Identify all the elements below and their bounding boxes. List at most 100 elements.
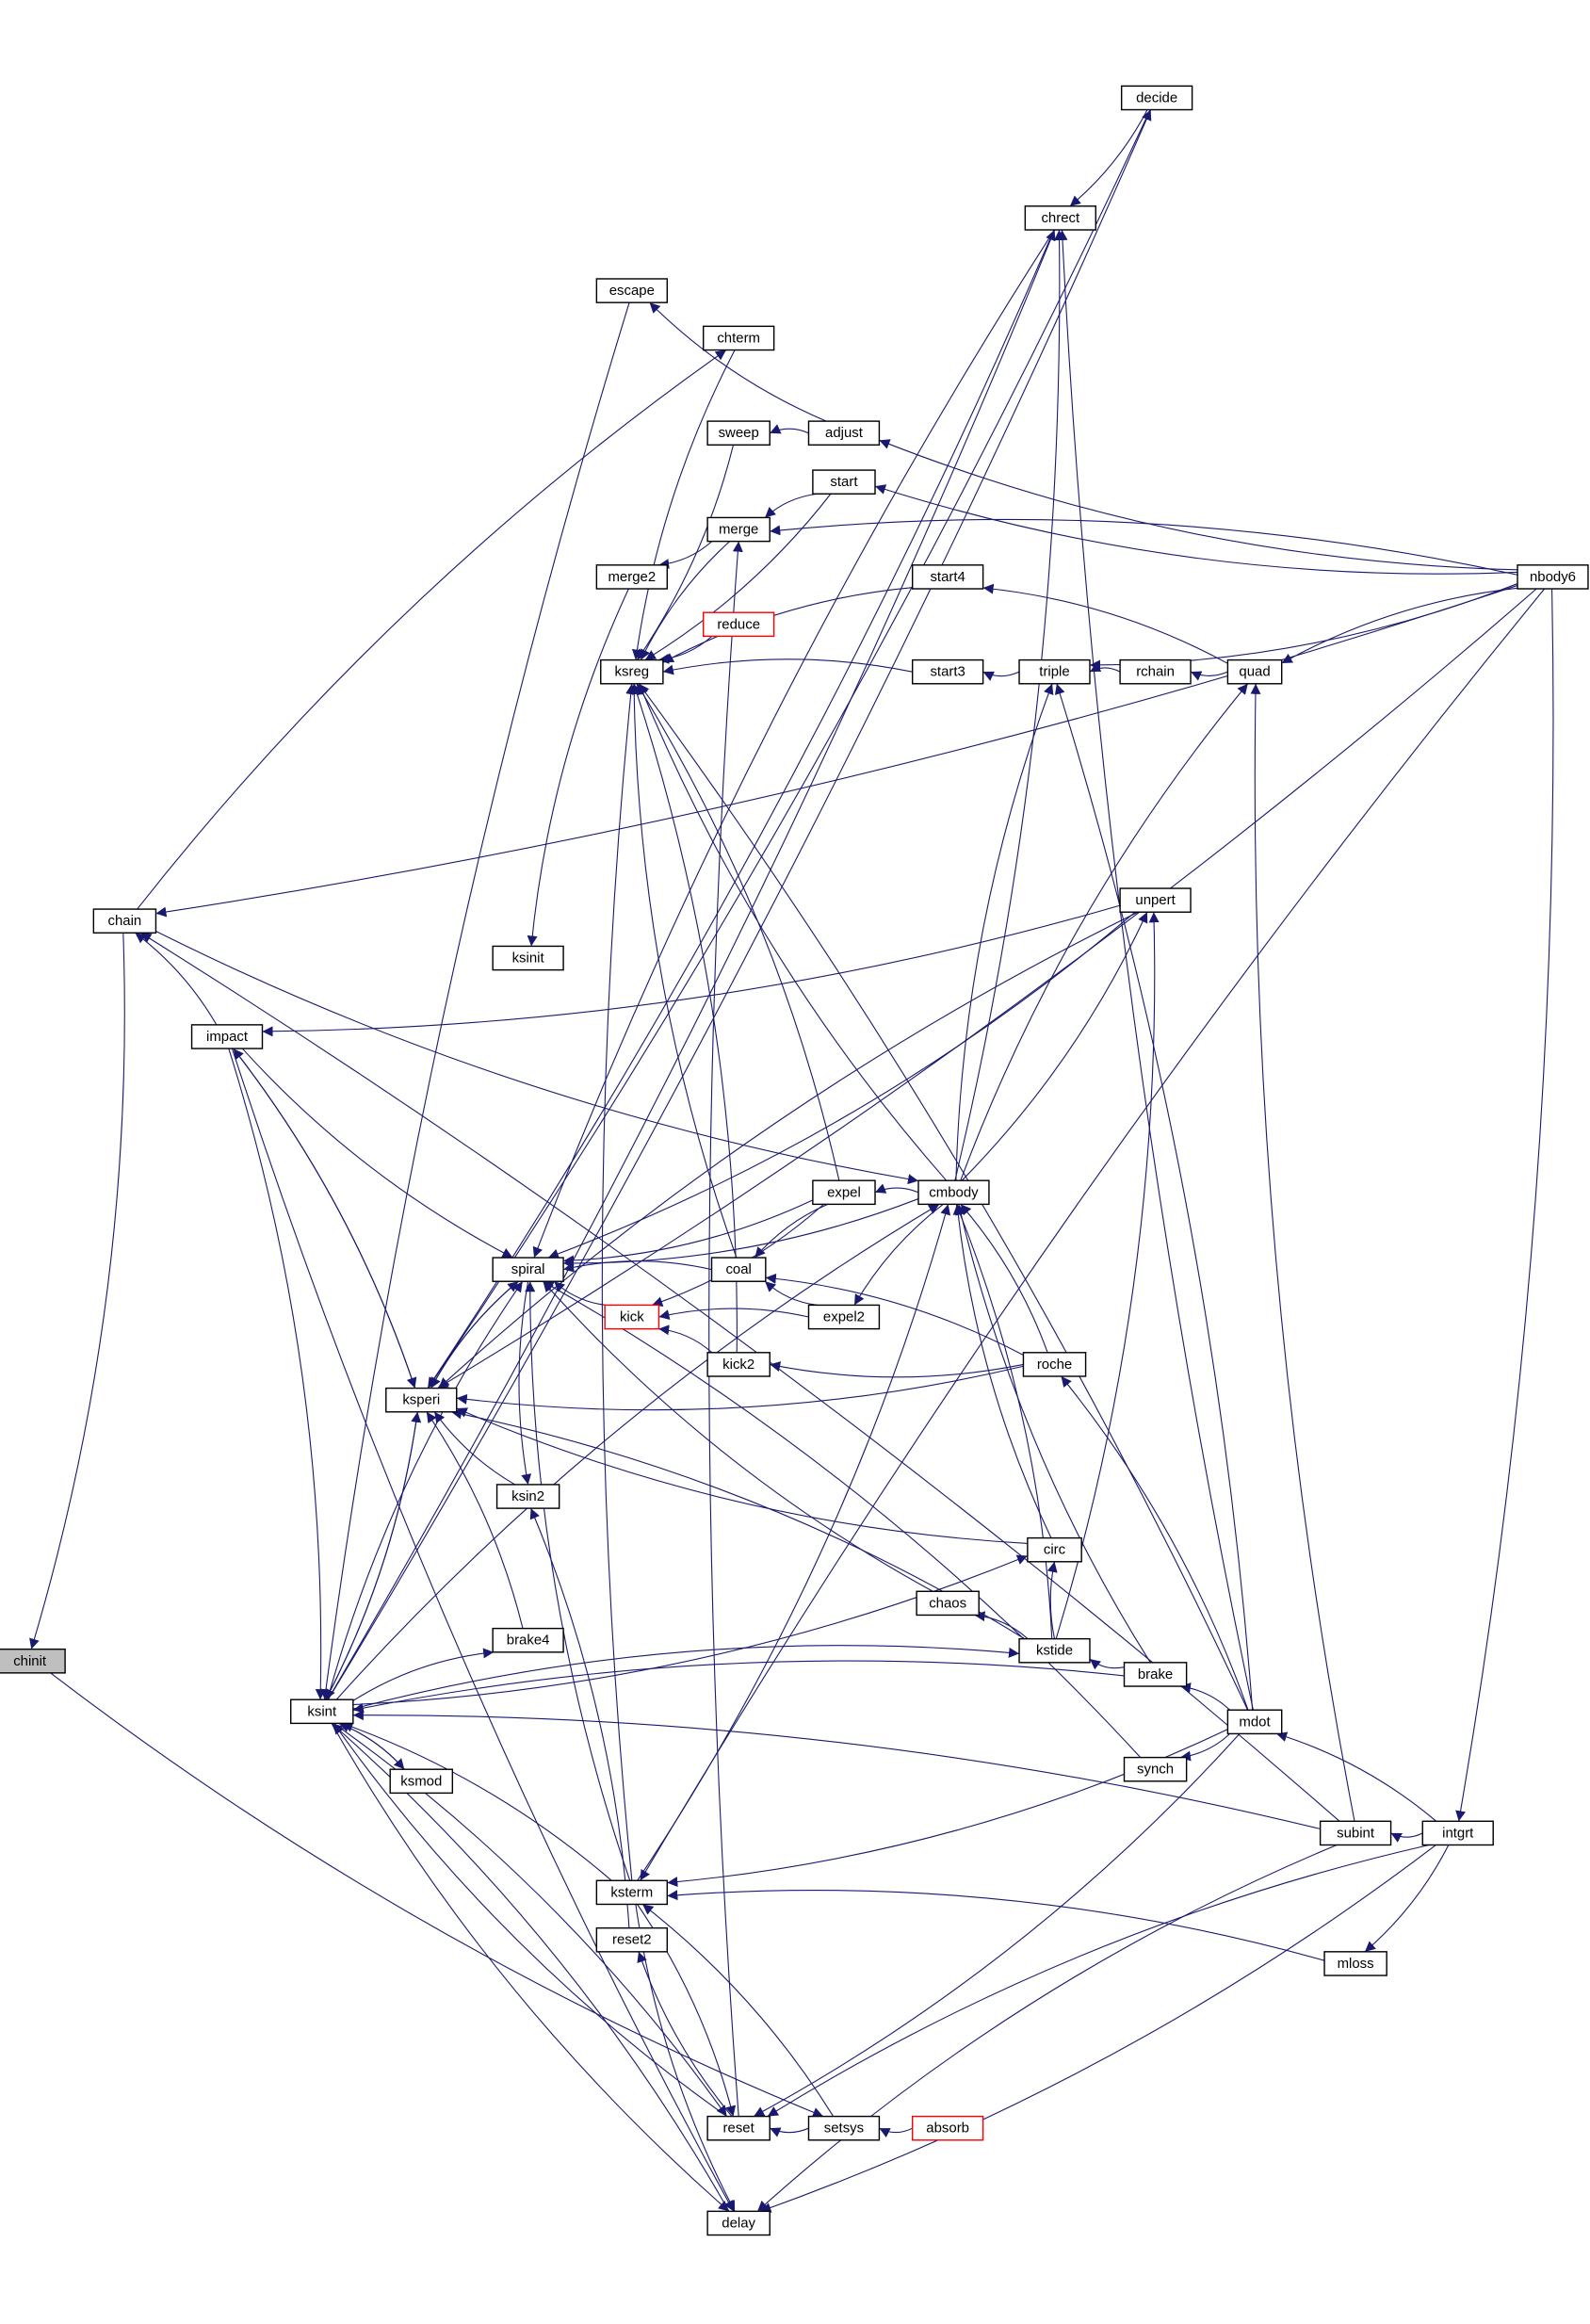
- edges-layer: [29, 109, 1554, 2213]
- edge-kstide-to-unpert: [1055, 912, 1160, 1639]
- node-escape[interactable]: escape: [595, 278, 668, 303]
- edge-mdot-to-synch: [1179, 1733, 1231, 1762]
- node-label: merge: [719, 522, 758, 538]
- node-label: start4: [930, 569, 965, 585]
- node-label: roche: [1037, 1357, 1072, 1373]
- node-expel[interactable]: expel: [812, 1179, 876, 1206]
- edge-mdot-to-roche: [1061, 1375, 1249, 1711]
- node-start3[interactable]: start3: [911, 658, 984, 685]
- node-merge[interactable]: merge: [706, 516, 771, 543]
- node-roche[interactable]: roche: [1022, 1352, 1087, 1377]
- node-intgrt[interactable]: intgrt: [1421, 1820, 1494, 1846]
- node-brake[interactable]: brake: [1123, 1662, 1188, 1687]
- node-impact[interactable]: impact: [190, 1024, 264, 1049]
- node-chrect[interactable]: chrect: [1024, 205, 1096, 231]
- nodes-layer: chinit chain impact decide chrect escape chter…: [0, 85, 1589, 2236]
- node-reset[interactable]: reset: [706, 2115, 771, 2141]
- edge-cmbody-to-triple: [955, 683, 1054, 1181]
- node-cmbody[interactable]: cmbody: [917, 1179, 990, 1206]
- edge-brake-to-kstide: [1089, 1658, 1125, 1670]
- node-label: chinit: [13, 1653, 47, 1669]
- node-chaos[interactable]: chaos: [916, 1590, 980, 1617]
- edge-circ-to-ksperi: [456, 1407, 1028, 1544]
- node-expel2[interactable]: expel2: [807, 1304, 881, 1330]
- node-label: triple: [1039, 664, 1069, 680]
- node-kick2[interactable]: kick2: [706, 1352, 771, 1377]
- node-box: [807, 2115, 881, 2141]
- edge-expel-to-spiral: [563, 1199, 814, 1266]
- node-reduce[interactable]: reduce: [702, 611, 775, 638]
- edge-ksint-to-ksperi: [325, 1411, 422, 1700]
- node-box: [1123, 1662, 1188, 1687]
- edge-cmbody-to-unpert: [961, 911, 1148, 1181]
- node-delay[interactable]: delay: [706, 2210, 771, 2236]
- edge-reset-to-ksint: [333, 1723, 727, 2118]
- node-synch[interactable]: synch: [1123, 1756, 1188, 1782]
- node-ksin2[interactable]: ksin2: [495, 1484, 560, 1509]
- node-subint[interactable]: subint: [1319, 1820, 1392, 1846]
- edge-impact-to-delay: [231, 1048, 735, 2212]
- node-box: [706, 516, 771, 543]
- node-merge2[interactable]: merge2: [595, 564, 668, 590]
- edge-chinit-to-setsys: [50, 1672, 824, 2118]
- node-sweep[interactable]: sweep: [706, 420, 771, 447]
- node-label: expel2: [823, 1309, 865, 1325]
- edge-nbody6-to-adjust: [879, 439, 1518, 571]
- node-ksmod[interactable]: ksmod: [389, 1768, 454, 1795]
- edge-chterm-to-ksreg: [631, 349, 736, 660]
- node-box: [595, 1926, 668, 1953]
- node-mloss[interactable]: mloss: [1323, 1951, 1387, 1976]
- node-rchain[interactable]: rchain: [1119, 658, 1192, 685]
- node-start4[interactable]: start4: [911, 564, 984, 590]
- edge-mloss-to-ksterm: [667, 1890, 1325, 1961]
- node-chain[interactable]: chain: [92, 908, 157, 934]
- node-ksint[interactable]: ksint: [290, 1698, 354, 1725]
- node-decide[interactable]: decide: [1120, 85, 1193, 111]
- node-label: mloss: [1338, 1956, 1374, 1972]
- node-box: [1319, 1820, 1392, 1846]
- node-nbody6[interactable]: nbody6: [1517, 564, 1589, 590]
- node-ksterm[interactable]: ksterm: [595, 1879, 668, 1906]
- node-box: [911, 564, 984, 590]
- node-unpert[interactable]: unpert: [1119, 887, 1192, 913]
- node-chterm[interactable]: chterm: [702, 325, 775, 351]
- edge-cmbody-to-chrect: [954, 230, 1065, 1181]
- edge-kstide-to-chaos: [974, 1611, 1029, 1640]
- node-coal[interactable]: coal: [710, 1257, 767, 1282]
- node-box: [190, 1024, 264, 1049]
- node-kstide[interactable]: kstide: [1018, 1637, 1091, 1664]
- node-triple[interactable]: triple: [1018, 658, 1091, 685]
- node-mdot[interactable]: mdot: [1226, 1709, 1283, 1735]
- node-adjust[interactable]: adjust: [807, 420, 881, 447]
- edge-synch-to-spiral: [543, 1280, 1142, 1758]
- node-label: sweep: [719, 425, 759, 441]
- edge-intgrt-to-mdot: [1275, 1731, 1437, 1822]
- node-chinit[interactable]: chinit: [0, 1648, 66, 1674]
- node-setsys[interactable]: setsys: [807, 2115, 881, 2141]
- node-label: start3: [930, 664, 965, 680]
- node-box: [812, 469, 876, 495]
- node-circ[interactable]: circ: [1027, 1536, 1082, 1563]
- node-brake4[interactable]: brake4: [492, 1627, 564, 1653]
- edge-subint-to-ksint: [352, 1710, 1321, 1830]
- edge-ksint-to-kstide: [352, 1645, 1020, 1710]
- node-quad[interactable]: quad: [1226, 658, 1283, 685]
- node-label: ksinit: [512, 951, 545, 967]
- node-ksreg[interactable]: ksreg: [600, 658, 664, 685]
- node-reset2[interactable]: reset2: [595, 1926, 668, 1953]
- edge-kick-to-spiral: [553, 1280, 607, 1306]
- node-label: synch: [1137, 1762, 1174, 1778]
- node-box: [1018, 1637, 1091, 1664]
- node-start[interactable]: start: [812, 469, 876, 495]
- node-ksperi[interactable]: ksperi: [385, 1387, 458, 1413]
- node-kick[interactable]: kick: [604, 1304, 660, 1330]
- edge-start-to-ksreg: [644, 493, 832, 661]
- node-box: [1323, 1951, 1387, 1976]
- node-label: setsys: [824, 2121, 864, 2137]
- node-ksinit[interactable]: ksinit: [492, 945, 564, 971]
- node-absorb[interactable]: absorb: [911, 2115, 984, 2141]
- node-label: delay: [722, 2215, 755, 2231]
- node-spiral[interactable]: spiral: [492, 1257, 564, 1282]
- node-label: chain: [108, 913, 142, 929]
